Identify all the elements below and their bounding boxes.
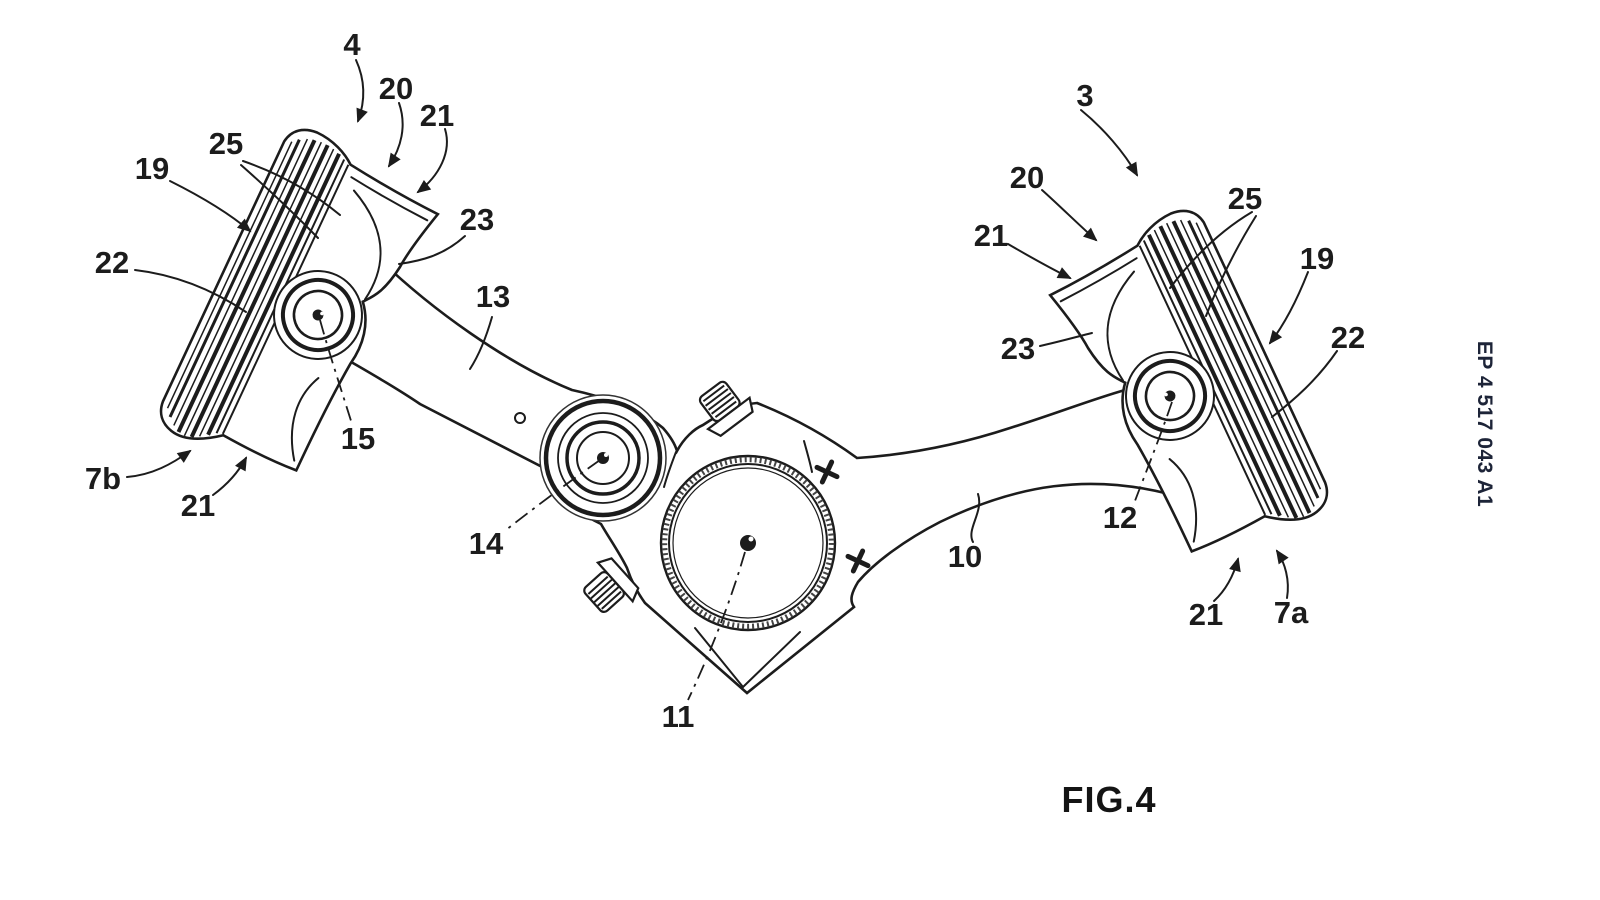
ref-label-3: 3 bbox=[1076, 78, 1093, 113]
ref-label-11: 11 bbox=[662, 699, 695, 734]
ref-label-23-right: 23 bbox=[1001, 331, 1035, 366]
leader-3 bbox=[1080, 109, 1138, 177]
ref-label-7b: 7b bbox=[85, 461, 121, 496]
leader-4 bbox=[355, 59, 368, 123]
leader-15 bbox=[319, 319, 353, 425]
leader-19-right bbox=[1268, 271, 1309, 345]
leader-23-left bbox=[398, 235, 466, 265]
ref-label-19-left: 19 bbox=[135, 151, 169, 186]
leader-14 bbox=[505, 459, 601, 531]
ref-label-7a: 7a bbox=[1274, 595, 1309, 630]
ref-label-13: 13 bbox=[476, 279, 510, 314]
leader-25-left bbox=[240, 160, 341, 239]
ref-label-21-bottom-left: 21 bbox=[181, 488, 215, 523]
leader-23-right bbox=[1039, 332, 1093, 347]
leader-22-left bbox=[134, 269, 247, 313]
ref-label-23-left: 23 bbox=[460, 202, 494, 237]
leader-21-right bbox=[1007, 243, 1072, 279]
ref-label-22-right: 22 bbox=[1331, 320, 1365, 355]
leader-11 bbox=[687, 551, 746, 701]
ref-label-25-right: 25 bbox=[1228, 181, 1262, 216]
leader-20-left bbox=[387, 102, 404, 168]
leader-20-right bbox=[1041, 189, 1098, 242]
leader-21-left bbox=[416, 128, 448, 194]
leader-10 bbox=[970, 493, 981, 543]
ref-label-22-left: 22 bbox=[95, 245, 129, 280]
ref-label-12: 12 bbox=[1103, 500, 1137, 535]
ref-label-19-right: 19 bbox=[1300, 241, 1334, 276]
leader-12 bbox=[1132, 401, 1173, 507]
ref-label-20-right: 20 bbox=[1010, 160, 1044, 195]
assembly-detail-lines bbox=[514, 412, 813, 688]
ref-label-15: 15 bbox=[341, 421, 375, 456]
publication-number: EP 4 517 043 A1 bbox=[1473, 341, 1496, 507]
leader-7b bbox=[126, 449, 192, 478]
piston-right bbox=[1038, 200, 1338, 579]
intermediate-bearing bbox=[539, 394, 667, 522]
leader-25-right bbox=[1169, 211, 1257, 317]
ref-label-20-left: 20 bbox=[379, 71, 413, 106]
ref-label-21-right: 21 bbox=[974, 218, 1008, 253]
leader-21-bottom-left bbox=[212, 456, 247, 496]
leader-13 bbox=[469, 316, 493, 370]
leader-19-left bbox=[169, 180, 252, 233]
ref-label-21-left: 21 bbox=[420, 98, 454, 133]
leader-7a bbox=[1275, 549, 1289, 599]
oil-hole bbox=[514, 412, 526, 424]
leader-22-right bbox=[1271, 350, 1338, 418]
figure-caption: FIG.4 bbox=[1061, 779, 1156, 820]
ref-label-14: 14 bbox=[469, 526, 504, 561]
ref-label-21-bottom-right: 21 bbox=[1189, 597, 1223, 632]
ref-label-25-left: 25 bbox=[209, 126, 243, 161]
ref-label-4: 4 bbox=[343, 27, 361, 62]
leader-21-bottom-right bbox=[1213, 557, 1241, 602]
big-end-bore bbox=[659, 454, 837, 632]
ref-label-10: 10 bbox=[948, 539, 982, 574]
